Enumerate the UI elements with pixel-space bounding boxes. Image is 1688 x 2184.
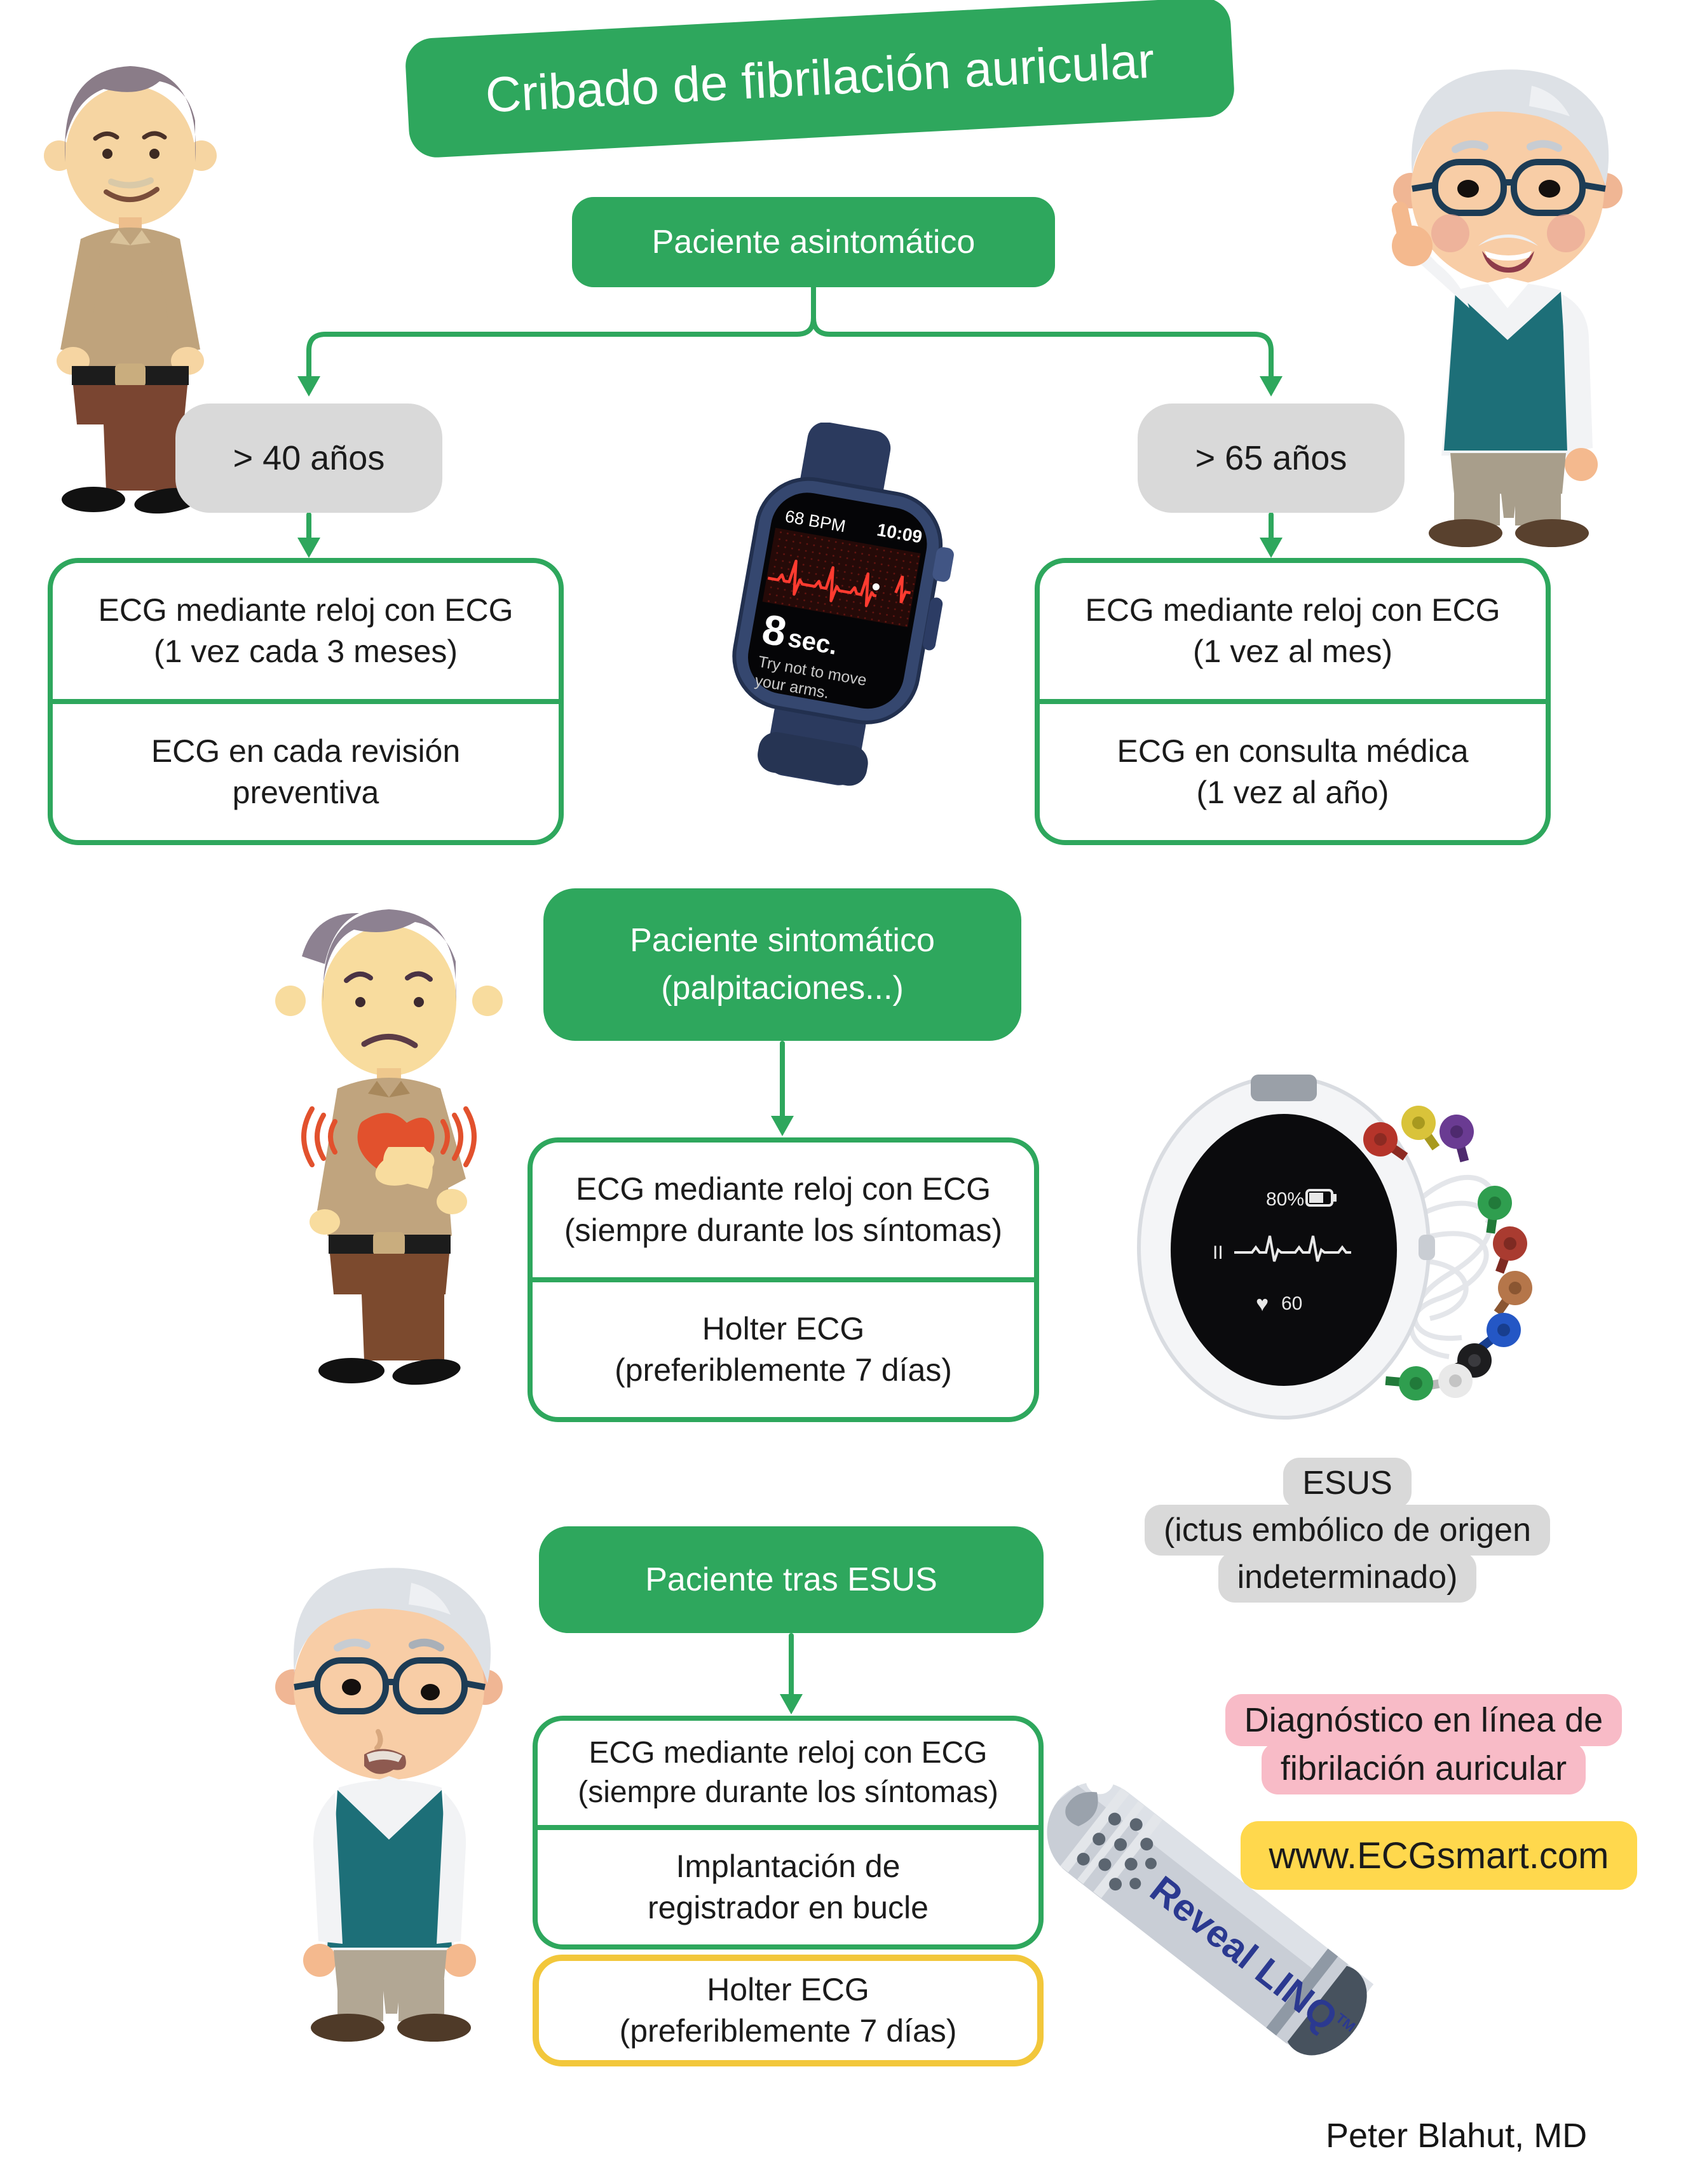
asymptomatic-header: Paciente asintomático bbox=[572, 197, 1055, 287]
text-line: (siempre durante los síntomas) bbox=[564, 1212, 1003, 1248]
ecg-smartwatch-image: 68 BPM 10:09 8 sec. Try not to move your… bbox=[732, 423, 954, 786]
esus-box: ECG mediante reloj con ECG (siempre dura… bbox=[533, 1716, 1044, 1950]
symptomatic-header-line1: Paciente sintomático bbox=[630, 921, 935, 959]
text-line: Implantación de bbox=[676, 1848, 901, 1884]
esus-definition-note: ESUS (ictus embólico de origen indetermi… bbox=[1112, 1458, 1582, 1603]
chest-pain-man-illustration bbox=[275, 909, 503, 1385]
asymptomatic-left-box: ECG mediante reloj con ECG (1 vez cada 3… bbox=[48, 558, 564, 845]
age-40-pill: > 40 años bbox=[175, 404, 442, 513]
holter-lead-label: II bbox=[1213, 1242, 1223, 1263]
text-line: ECG mediante reloj con ECG bbox=[589, 1735, 988, 1770]
holter-battery-percent: 80% bbox=[1266, 1189, 1304, 1210]
esus-header: Paciente tras ESUS bbox=[539, 1526, 1044, 1633]
holter-heart-rate: 60 bbox=[1281, 1293, 1302, 1314]
symptomatic-cell1: ECG mediante reloj con ECG (siempre dura… bbox=[533, 1143, 1034, 1277]
text-line: ECG mediante reloj con ECG bbox=[98, 592, 514, 628]
text-line: ECG mediante reloj con ECG bbox=[1085, 592, 1501, 628]
text-line: Holter ECG bbox=[707, 1972, 869, 2007]
asymptomatic-header-label: Paciente asintomático bbox=[651, 224, 976, 261]
holter-monitor-image: 80% II ♥ 60 bbox=[1137, 1075, 1532, 1420]
watch-side-button bbox=[923, 597, 943, 651]
text-line: (1 vez cada 3 meses) bbox=[154, 634, 458, 669]
author-credit: Peter Blahut, MD bbox=[1326, 2116, 1587, 2155]
esus-note-line3: indeterminado) bbox=[1218, 1552, 1477, 1603]
symptomatic-cell2: Holter ECG (preferiblemente 7 días) bbox=[533, 1277, 1034, 1417]
asymptomatic-left-cell2: ECG en cada revisión preventiva bbox=[53, 699, 559, 840]
text-line: (siempre durante los síntomas) bbox=[578, 1775, 998, 1809]
symptomatic-header-line2: (palpitaciones...) bbox=[661, 970, 904, 1007]
adult-man-illustration bbox=[44, 66, 217, 514]
holter-heart-icon: ♥ bbox=[1256, 1292, 1269, 1316]
esus-holter-box: Holter ECG (preferiblemente 7 días) bbox=[533, 1955, 1044, 2066]
text-line: ECG en cada revisión bbox=[151, 733, 461, 769]
online-diagnosis-note: Diagnóstico en línea de fibrilación auri… bbox=[1195, 1694, 1652, 1794]
holter-electrodes bbox=[1363, 1106, 1532, 1401]
esus-header-label: Paciente tras ESUS bbox=[645, 1561, 937, 1598]
symptomatic-box: ECG mediante reloj con ECG (siempre dura… bbox=[528, 1137, 1039, 1422]
esus-note-line1: ESUS bbox=[1283, 1458, 1412, 1509]
elderly-man-thumbsup-illustration bbox=[1391, 69, 1623, 547]
asymptomatic-right-cell2: ECG en consulta médica (1 vez al año) bbox=[1040, 699, 1546, 840]
asymptomatic-right-box: ECG mediante reloj con ECG (1 vez al mes… bbox=[1035, 558, 1551, 845]
text-line: (preferiblemente 7 días) bbox=[615, 1352, 952, 1388]
ecgsmart-url[interactable]: www.ECGsmart.com bbox=[1241, 1821, 1637, 1890]
asymptomatic-left-cell1: ECG mediante reloj con ECG (1 vez cada 3… bbox=[53, 563, 559, 699]
diagnosis-note-line2: fibrilación auricular bbox=[1261, 1742, 1586, 1794]
page-title-label: Cribado de fibrilación auricular bbox=[484, 31, 1156, 123]
text-line: ECG mediante reloj con ECG bbox=[575, 1171, 991, 1207]
text-line: (preferiblemente 7 días) bbox=[619, 2013, 957, 2049]
author-credit-label: Peter Blahut, MD bbox=[1326, 2117, 1588, 2155]
text-line: registrador en bucle bbox=[648, 1890, 929, 1925]
symptomatic-header: Paciente sintomático (palpitaciones...) bbox=[543, 888, 1021, 1041]
age-65-pill: > 65 años bbox=[1138, 404, 1405, 513]
text-line: (1 vez al año) bbox=[1196, 775, 1389, 810]
age-40-label: > 40 años bbox=[233, 439, 385, 477]
text-line: preventiva bbox=[232, 775, 379, 810]
diagnosis-note-line1: Diagnóstico en línea de bbox=[1225, 1694, 1623, 1746]
text-line: (1 vez al mes) bbox=[1193, 634, 1392, 669]
reveal-linq-device-image: Reveal LINQTM bbox=[1047, 1779, 1374, 2056]
ecgsmart-url-label[interactable]: www.ECGsmart.com bbox=[1269, 1835, 1609, 1876]
watch-ecg-trace bbox=[767, 559, 877, 607]
esus-cell2: Implantación de registrador en bucle bbox=[538, 1825, 1038, 1944]
asymptomatic-right-cell1: ECG mediante reloj con ECG (1 vez al mes… bbox=[1040, 563, 1546, 699]
watch-crown bbox=[932, 547, 954, 582]
text-line: ECG en consulta médica bbox=[1117, 733, 1469, 769]
esus-cell1: ECG mediante reloj con ECG (siempre dura… bbox=[538, 1721, 1038, 1825]
worried-elderly-man-illustration bbox=[275, 1568, 503, 2042]
age-65-label: > 65 años bbox=[1195, 439, 1347, 477]
esus-note-line2: (ictus embólico de origen bbox=[1144, 1505, 1551, 1556]
text-line: Holter ECG bbox=[702, 1311, 865, 1346]
